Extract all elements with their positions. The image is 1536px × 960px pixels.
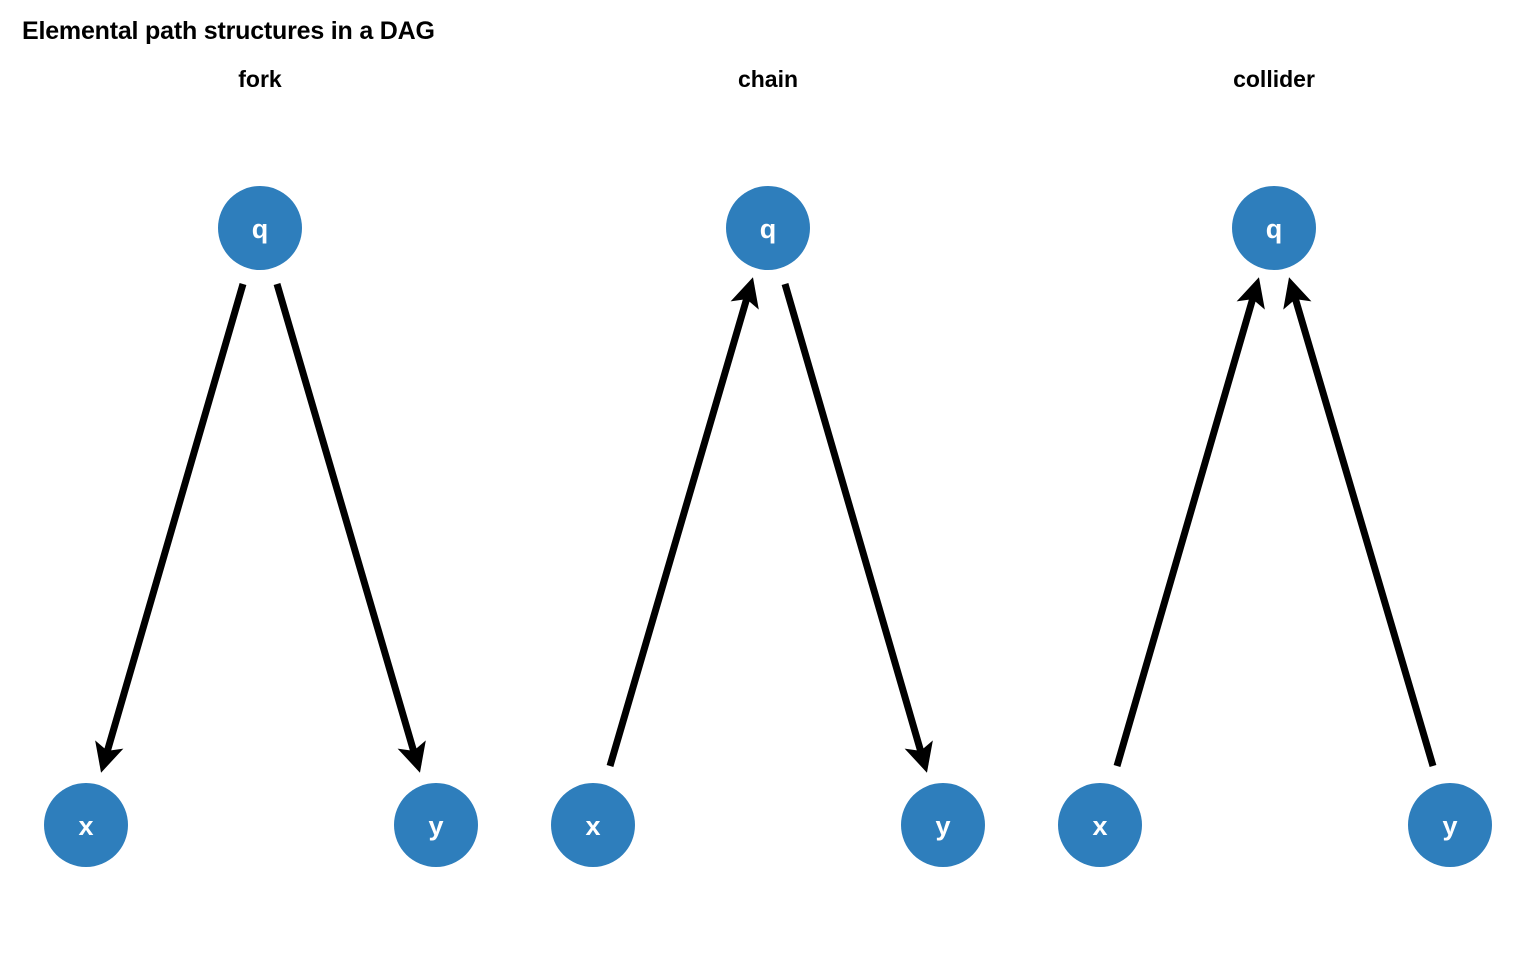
panel-title-chain: chain bbox=[737, 66, 799, 92]
node-circle bbox=[1058, 783, 1142, 867]
node-label: q bbox=[252, 214, 269, 244]
node-label: q bbox=[1266, 214, 1283, 244]
edge-collider-x-to-q bbox=[1113, 277, 1265, 767]
node-circle bbox=[551, 783, 635, 867]
node-chain-x[interactable]: x bbox=[551, 783, 635, 867]
node-collider-x[interactable]: x bbox=[1058, 783, 1142, 867]
node-fork-q[interactable]: q bbox=[218, 186, 302, 270]
edge-fork-q-to-y bbox=[273, 283, 426, 773]
edge-collider-y-to-q bbox=[1283, 277, 1437, 767]
node-label: q bbox=[760, 214, 777, 244]
node-circle bbox=[218, 186, 302, 270]
node-label: y bbox=[428, 811, 443, 841]
node-label: x bbox=[585, 811, 600, 841]
page-title: Elemental path structures in a DAG bbox=[22, 17, 435, 45]
node-chain-q[interactable]: q bbox=[726, 186, 810, 270]
edges-layer bbox=[95, 277, 1437, 773]
node-label: x bbox=[78, 811, 93, 841]
node-fork-y[interactable]: y bbox=[394, 783, 478, 867]
node-label: y bbox=[935, 811, 950, 841]
node-chain-y[interactable]: y bbox=[901, 783, 985, 867]
node-collider-q[interactable]: q bbox=[1232, 186, 1316, 270]
node-circle bbox=[901, 783, 985, 867]
edge-chain-x-to-q bbox=[606, 277, 759, 767]
node-circle bbox=[44, 783, 128, 867]
panel-title-collider: collider bbox=[1233, 66, 1315, 92]
edge-fork-q-to-x bbox=[95, 283, 247, 773]
node-circle bbox=[1232, 186, 1316, 270]
node-circle bbox=[726, 186, 810, 270]
node-fork-x[interactable]: x bbox=[44, 783, 128, 867]
node-circle bbox=[1408, 783, 1492, 867]
node-label: y bbox=[1442, 811, 1457, 841]
nodes-layer: q x y q x y q x y bbox=[44, 186, 1492, 867]
edge-chain-q-to-y bbox=[781, 283, 933, 773]
node-circle bbox=[394, 783, 478, 867]
node-label: x bbox=[1092, 811, 1107, 841]
node-collider-y[interactable]: y bbox=[1408, 783, 1492, 867]
panel-title-fork: fork bbox=[238, 66, 282, 92]
